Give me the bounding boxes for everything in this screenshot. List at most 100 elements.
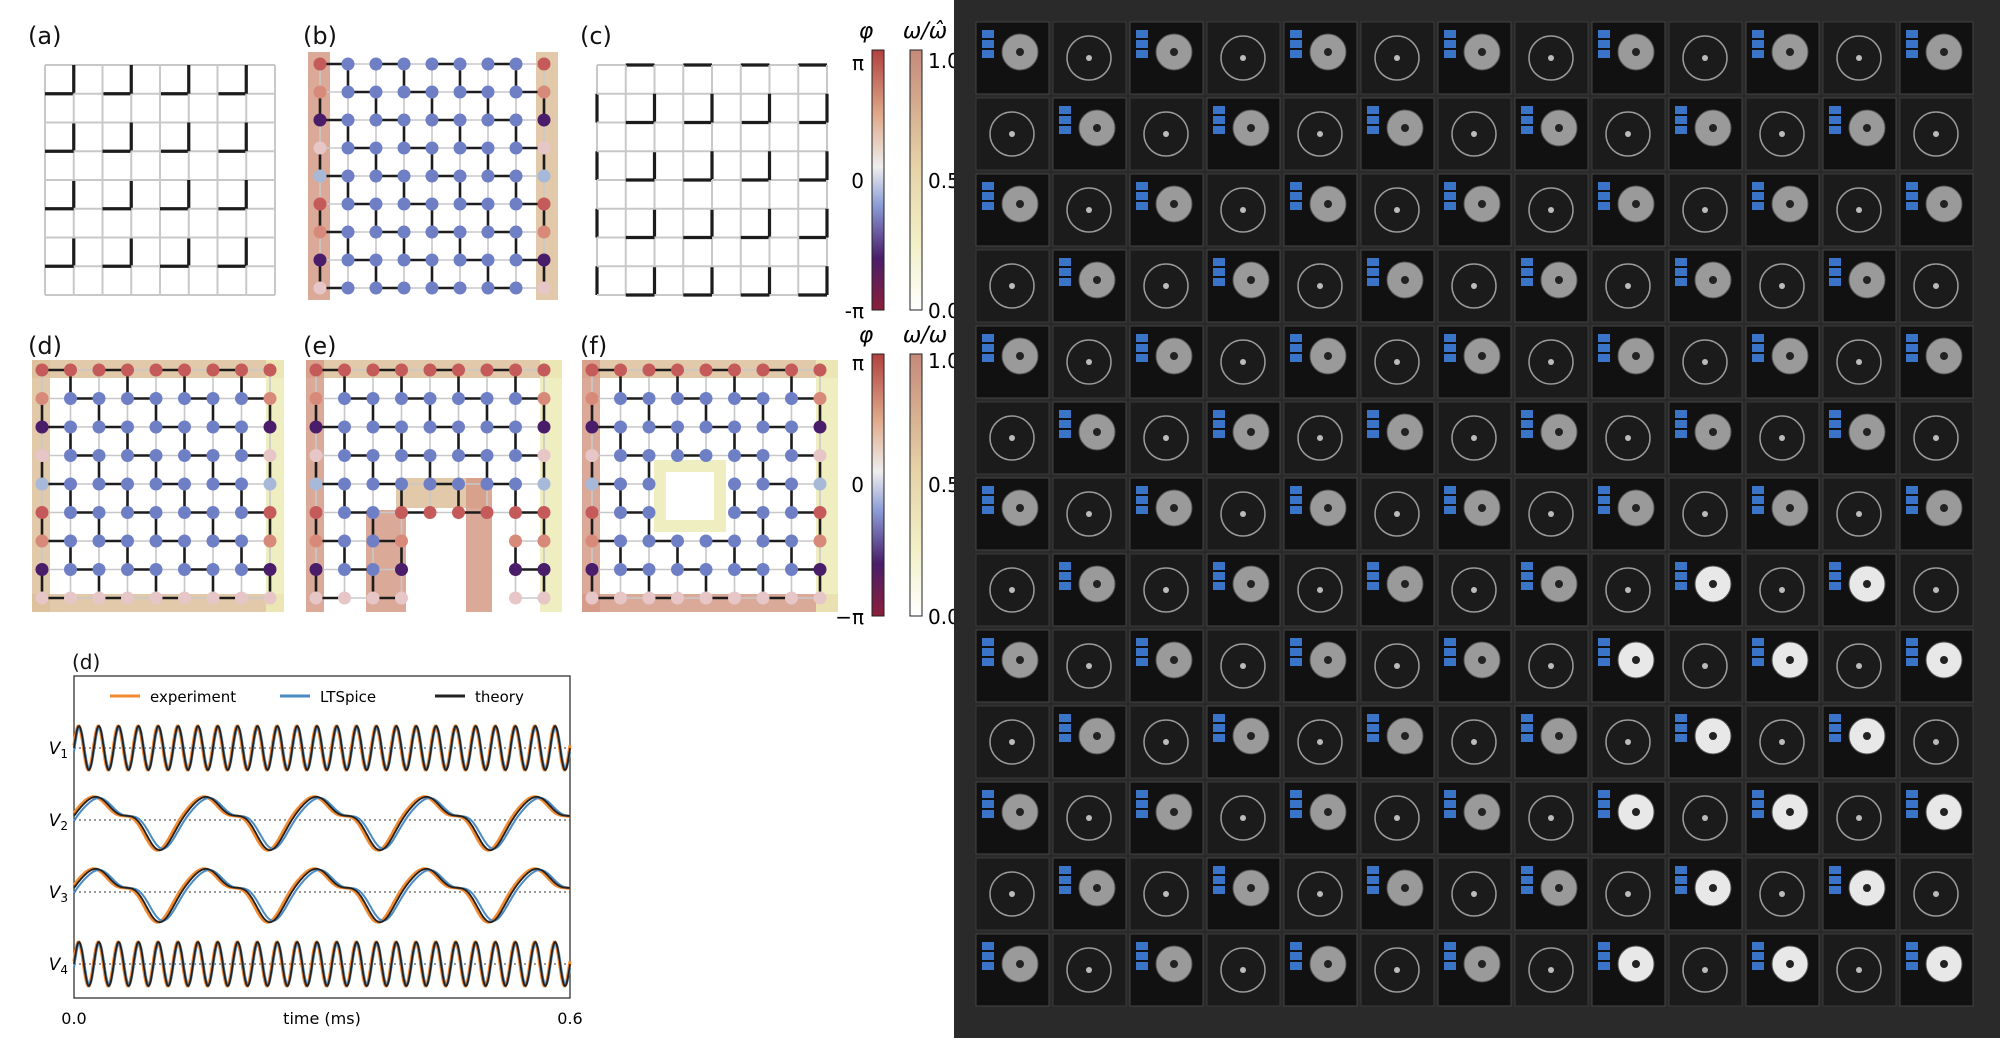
oscillator-node — [121, 535, 134, 548]
potentiometer — [1367, 106, 1379, 114]
potentiometer — [1675, 410, 1687, 418]
potentiometer — [1598, 182, 1610, 190]
oscillator-node — [310, 421, 323, 434]
oscillator-node — [178, 535, 191, 548]
legend-ltspice: LTSpice — [320, 688, 376, 706]
oscillator-node — [314, 282, 327, 295]
oscillator-node — [538, 226, 551, 239]
mount-center — [1933, 587, 1939, 593]
oscillator-node — [395, 592, 408, 605]
potentiometer — [1059, 866, 1071, 874]
potentiometer — [982, 50, 994, 58]
oscillator-node — [93, 592, 106, 605]
oscillator-node — [538, 364, 551, 377]
oscillator-node — [538, 506, 551, 519]
potentiometer — [1136, 648, 1148, 656]
potentiometer — [1521, 430, 1533, 438]
potentiometer — [1059, 430, 1071, 438]
oscillator-node — [121, 478, 134, 491]
potentiometer — [1829, 562, 1841, 570]
potentiometer — [1829, 886, 1841, 894]
potentiometer — [1598, 40, 1610, 48]
speaker-center — [1632, 504, 1640, 512]
potentiometer — [1598, 30, 1610, 38]
omega-title-bottom: ω/ω — [903, 323, 947, 348]
oscillator-node — [538, 421, 551, 434]
mount-center — [1856, 967, 1862, 973]
potentiometer — [1752, 486, 1764, 494]
speaker-center — [1555, 580, 1563, 588]
mount-center — [1163, 131, 1169, 137]
potentiometer — [1367, 866, 1379, 874]
potentiometer — [1290, 658, 1302, 666]
speaker-center — [1863, 580, 1871, 588]
oscillator-node — [509, 563, 522, 576]
speaker-center — [1324, 48, 1332, 56]
oscillator-node — [452, 506, 465, 519]
oscillator-node — [264, 449, 277, 462]
potentiometer — [1367, 714, 1379, 722]
potentiometer — [1752, 658, 1764, 666]
oscillator-node — [398, 282, 411, 295]
oscillator-node — [310, 535, 323, 548]
omega-bar — [910, 50, 922, 310]
mount-center — [1317, 739, 1323, 745]
oscillator-node — [509, 392, 522, 405]
speaker-center — [1016, 808, 1024, 816]
speaker-center — [1016, 656, 1024, 664]
oscillator-node — [367, 506, 380, 519]
oscillator-node — [424, 421, 437, 434]
potentiometer — [1521, 268, 1533, 276]
mount-center — [1240, 55, 1246, 61]
oscillator-node — [757, 364, 770, 377]
potentiometer — [1136, 50, 1148, 58]
oscillator-node — [510, 226, 523, 239]
oscillator-node — [207, 364, 220, 377]
oscillator-node — [452, 421, 465, 434]
potentiometer — [1290, 182, 1302, 190]
y-label-v3: V3 — [49, 883, 68, 905]
oscillator-node — [121, 449, 134, 462]
potentiometer — [1444, 638, 1456, 646]
mount-center — [1625, 739, 1631, 745]
potentiometer — [1213, 258, 1225, 266]
oscillator-node — [671, 592, 684, 605]
potentiometer — [1136, 942, 1148, 950]
oscillator-node — [121, 392, 134, 405]
potentiometer — [1367, 876, 1379, 884]
oscillator-node — [93, 563, 106, 576]
oscillator-node — [510, 282, 523, 295]
oscillator-node — [367, 421, 380, 434]
oscillator-node — [342, 254, 355, 267]
potentiometer — [1444, 496, 1456, 504]
speaker-center — [1555, 276, 1563, 284]
oscillator-node — [614, 449, 627, 462]
oscillator-node — [426, 58, 439, 71]
oscillator-node — [757, 421, 770, 434]
oscillator-node — [728, 563, 741, 576]
oscillator-node — [700, 364, 713, 377]
oscillator-node — [367, 535, 380, 548]
oscillator-node — [538, 563, 551, 576]
oscillator-node — [36, 592, 49, 605]
oscillator-node — [424, 506, 437, 519]
potentiometer — [1829, 866, 1841, 874]
oscillator-node — [482, 142, 495, 155]
omega-title: ω/ω̂ — [903, 19, 947, 44]
potentiometer — [1136, 800, 1148, 808]
potentiometer — [1752, 192, 1764, 200]
potentiometer — [1136, 40, 1148, 48]
oscillator-node — [454, 114, 467, 127]
mount-center — [1086, 55, 1092, 61]
potentiometer — [1598, 496, 1610, 504]
oscillator-node — [700, 563, 713, 576]
mount-center — [1702, 663, 1708, 669]
mount-center — [1625, 587, 1631, 593]
potentiometer — [1829, 582, 1841, 590]
speaker-center — [1401, 732, 1409, 740]
oscillator-node — [757, 535, 770, 548]
oscillator-node — [482, 86, 495, 99]
potentiometer — [982, 506, 994, 514]
potentiometer — [982, 334, 994, 342]
oscillator-node — [614, 535, 627, 548]
